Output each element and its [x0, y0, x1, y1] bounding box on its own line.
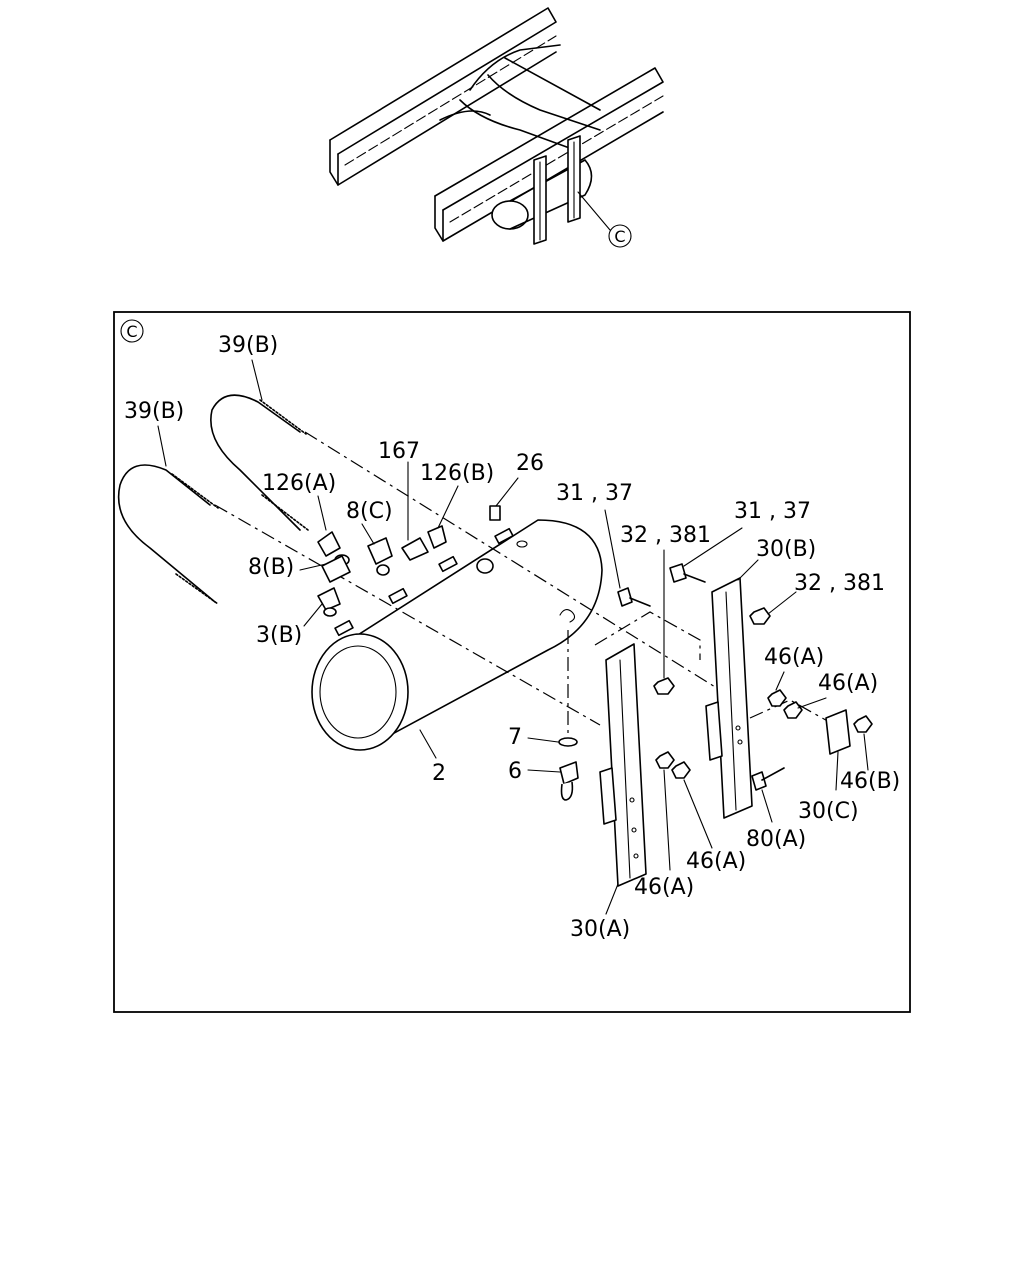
- nut-46a-3: [655, 751, 675, 769]
- label-3b: 3(B): [256, 623, 302, 648]
- nut-32-381-b: [749, 607, 771, 625]
- label-30b: 30(B): [756, 537, 816, 562]
- washer-7: [558, 737, 578, 747]
- nut-32-381-a: [653, 677, 675, 695]
- nut-46a-4: [671, 761, 691, 779]
- right-frame-rail: [434, 67, 664, 242]
- centerline-bolt-a: [594, 611, 701, 660]
- label-31-37-b: 31 , 37: [734, 499, 811, 524]
- nut-46b: [853, 715, 873, 733]
- label-32-381-b: 32 , 381: [794, 571, 885, 596]
- label-31-37-a: 31 , 37: [556, 481, 633, 506]
- overview-callout-label: C: [614, 227, 625, 246]
- overview-straps: [533, 135, 581, 245]
- drain-plug-6: [559, 761, 579, 801]
- u-bolt-lower: [117, 464, 219, 605]
- centerline-upper: [304, 431, 721, 691]
- fitting-3b: [317, 587, 341, 617]
- centerline-lower: [214, 504, 601, 726]
- nut-46a-1: [767, 689, 787, 707]
- overview-leader: [577, 191, 611, 231]
- label-6: 6: [508, 759, 522, 784]
- fitting-126b: [427, 525, 447, 549]
- u-bolt-upper: [210, 394, 309, 531]
- label-8c: 8(C): [346, 499, 393, 524]
- overview-air-tank: [491, 159, 593, 230]
- bolt-80a: [751, 767, 785, 791]
- label-46b: 46(B): [840, 769, 900, 794]
- label-80a: 80(A): [746, 827, 806, 852]
- label-126a: 126(A): [262, 471, 336, 496]
- label-126b: 126(B): [420, 461, 494, 486]
- centerline-bracket: [749, 699, 841, 729]
- part-labels: 39(B) 39(B) 167 126(A) 126(B) 26 8(C) 8(…: [124, 333, 900, 942]
- label-2: 2: [432, 761, 446, 786]
- bracket-30c: [825, 709, 851, 755]
- fitting-26: [489, 505, 501, 521]
- label-46a-2: 46(A): [818, 671, 878, 696]
- bolt-31-37-a: [617, 587, 651, 607]
- fitting-8b: [321, 555, 351, 583]
- label-46a-1: 46(A): [764, 645, 824, 670]
- label-39b-2: 39(B): [124, 399, 184, 424]
- label-39b-1: 39(B): [218, 333, 278, 358]
- fitting-8c: [367, 537, 393, 576]
- leader-lines: [157, 359, 869, 915]
- detail-frame: [113, 311, 911, 1013]
- cross-member: [439, 44, 601, 151]
- detail-callout-label: C: [126, 322, 137, 341]
- label-30a: 30(A): [570, 917, 630, 942]
- label-32-381-a: 32 , 381: [620, 523, 711, 548]
- label-46a-3: 46(A): [686, 849, 746, 874]
- fitting-167: [401, 537, 429, 561]
- label-7: 7: [508, 725, 522, 750]
- left-frame-rail: [329, 7, 557, 186]
- label-167: 167: [378, 439, 420, 464]
- label-26: 26: [516, 451, 544, 476]
- chassis-overview: C: [329, 7, 664, 248]
- label-8b: 8(B): [248, 555, 294, 580]
- bolt-31-37-b: [669, 563, 706, 583]
- strap-30a: [599, 643, 647, 887]
- strap-30b: [705, 577, 753, 819]
- label-30c: 30(C): [798, 799, 859, 824]
- air-tank: [311, 519, 603, 751]
- nut-46a-2: [783, 701, 803, 719]
- detail-callout-circle: [120, 319, 144, 343]
- label-46a-4: 46(A): [634, 875, 694, 900]
- overview-callout-circle: [608, 224, 632, 248]
